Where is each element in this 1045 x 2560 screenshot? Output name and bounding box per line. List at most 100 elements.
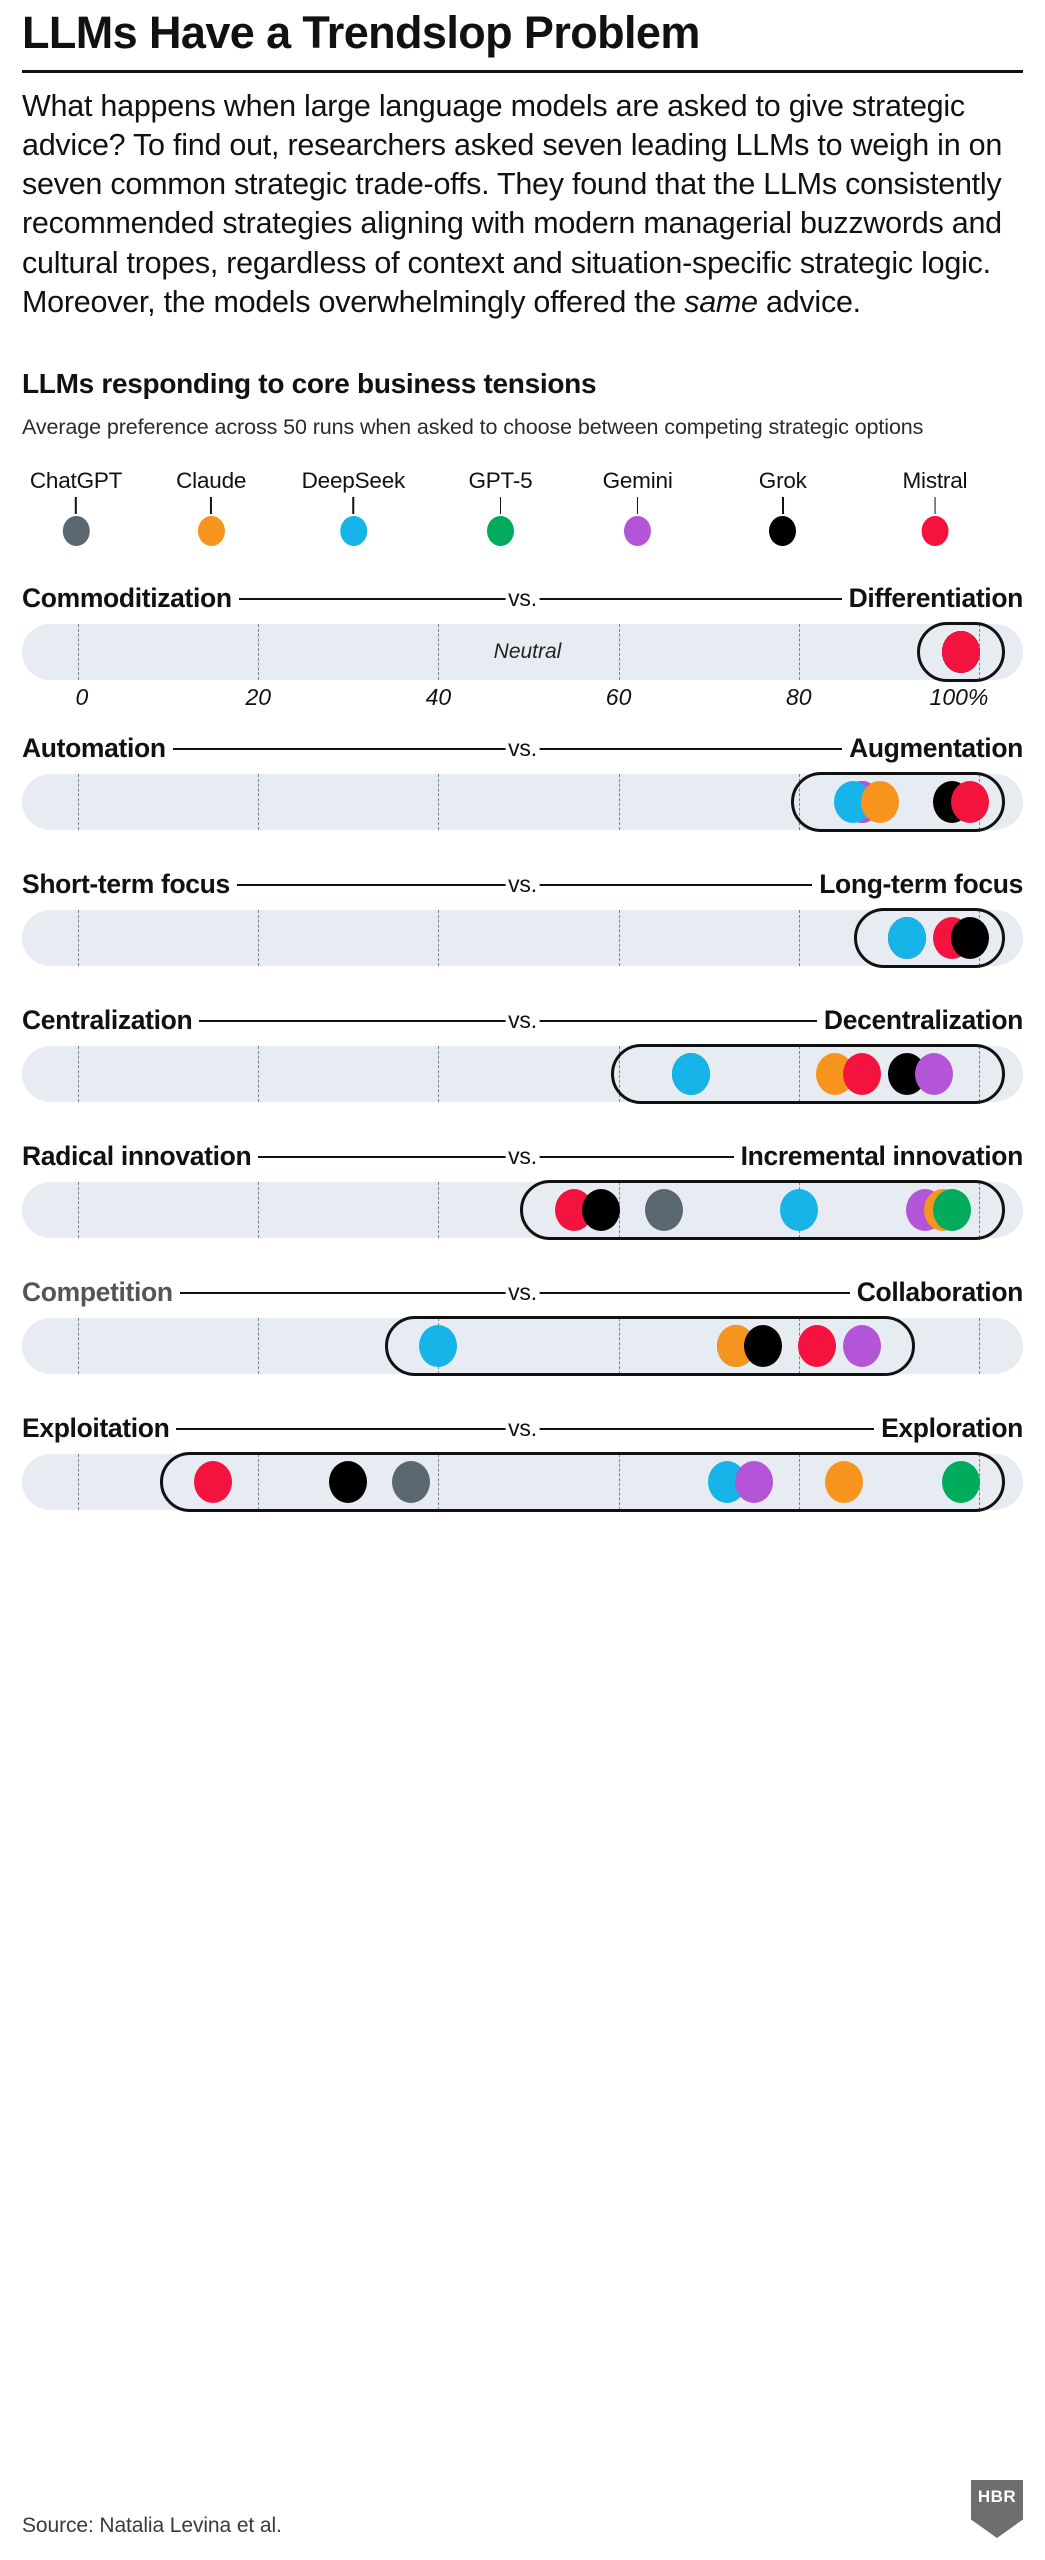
gridline bbox=[438, 624, 440, 681]
gridline bbox=[438, 1454, 440, 1511]
gridline bbox=[438, 910, 440, 967]
legend-item-chatgpt: ChatGPT bbox=[29, 468, 123, 547]
pole-label-right: Long-term focus bbox=[812, 868, 1023, 900]
gridline bbox=[78, 774, 80, 831]
legend-item-mistral: Mistral bbox=[902, 468, 968, 547]
gridline bbox=[78, 1182, 80, 1239]
scale-track-wrapper bbox=[22, 772, 1023, 833]
scale-track-wrapper bbox=[22, 1316, 1023, 1377]
versus-label: vs. bbox=[505, 1006, 540, 1034]
gridline bbox=[618, 1318, 620, 1375]
page-title: LLMs Have a Trendslop Problem bbox=[22, 7, 700, 58]
cluster-highlight-band bbox=[520, 1180, 1005, 1241]
legend-label: Mistral bbox=[902, 468, 968, 494]
data-point-gemini bbox=[914, 1053, 953, 1096]
gridline bbox=[258, 1046, 260, 1103]
gridline bbox=[78, 1454, 80, 1511]
legend-stem bbox=[75, 497, 77, 515]
gridline bbox=[618, 624, 620, 681]
data-point-deepseek bbox=[671, 1053, 710, 1096]
legend-label: Claude bbox=[176, 468, 247, 494]
legend-item-gpt-5: GPT-5 bbox=[468, 468, 533, 547]
x-axis-tick: 100% bbox=[929, 684, 989, 711]
gridline bbox=[798, 1046, 800, 1103]
intro-text-part-1: What happens when large language models … bbox=[22, 88, 1003, 319]
neutral-annotation: Neutral bbox=[493, 640, 562, 664]
legend-dot-icon bbox=[339, 516, 367, 547]
pole-label-right: Differentiation bbox=[841, 582, 1023, 614]
legend-dot-icon bbox=[62, 516, 90, 547]
data-point-gemini bbox=[842, 1325, 881, 1368]
legend-dot-icon bbox=[769, 516, 797, 547]
legend-stem bbox=[499, 497, 502, 515]
gridline bbox=[438, 1046, 440, 1103]
legend-item-gemini: Gemini bbox=[602, 468, 673, 547]
pole-label-left: Short-term focus bbox=[22, 868, 237, 900]
cluster-highlight-band bbox=[916, 622, 1005, 683]
legend-dot-icon bbox=[624, 516, 652, 547]
footer: Source: Natalia Levina et al. HBR bbox=[22, 2480, 1023, 2538]
legend-label: ChatGPT bbox=[29, 468, 123, 494]
cluster-highlight-band bbox=[790, 772, 1005, 833]
x-axis-tick: 60 bbox=[605, 684, 632, 711]
legend-label: Grok bbox=[758, 468, 807, 494]
legend-dot-icon bbox=[921, 516, 949, 547]
x-axis-tick: 40 bbox=[425, 684, 452, 711]
versus-label: vs. bbox=[505, 1278, 540, 1306]
legend-label: Gemini bbox=[602, 468, 673, 494]
data-point-mistral bbox=[797, 1325, 836, 1368]
cluster-highlight-band bbox=[610, 1044, 1005, 1105]
cluster-highlight-band bbox=[853, 908, 1005, 969]
versus-label: vs. bbox=[505, 1414, 540, 1442]
hbr-logo-text: HBR bbox=[977, 2487, 1017, 2506]
data-point-mistral bbox=[842, 1053, 881, 1096]
data-point-grok bbox=[743, 1325, 782, 1368]
intro-text-part-2: advice. bbox=[757, 284, 861, 319]
legend-item-deepseek: DeepSeek bbox=[302, 468, 405, 547]
gridline bbox=[618, 910, 620, 967]
data-point-mistral bbox=[194, 1461, 233, 1504]
legend-stem bbox=[934, 497, 936, 515]
gridline bbox=[978, 1318, 980, 1375]
chart-legend: ChatGPT Claude DeepSeek GPT-5 Gemini Grok Mist… bbox=[22, 468, 1023, 564]
data-point-gemini bbox=[734, 1461, 773, 1504]
scale-track-wrapper bbox=[22, 908, 1023, 969]
pole-label-left: Competition bbox=[22, 1276, 180, 1308]
title-divider bbox=[22, 69, 1023, 73]
pole-label-left: Automation bbox=[22, 732, 173, 764]
legend-stem bbox=[210, 497, 212, 515]
legend-stem bbox=[352, 497, 355, 515]
pole-label-right: Decentralization bbox=[816, 1004, 1023, 1036]
scale-track-wrapper bbox=[22, 1452, 1023, 1513]
pole-label-right: Collaboration bbox=[849, 1276, 1023, 1308]
versus-label: vs. bbox=[505, 584, 540, 612]
legend-item-grok: Grok bbox=[758, 468, 807, 547]
legend-stem bbox=[636, 497, 639, 515]
data-point-grok bbox=[329, 1461, 368, 1504]
legend-label: GPT-5 bbox=[468, 468, 533, 494]
hbr-logo: HBR bbox=[971, 2480, 1023, 2538]
gridline bbox=[258, 910, 260, 967]
source-note: Source: Natalia Levina et al. bbox=[22, 2514, 282, 2537]
gridline bbox=[258, 774, 260, 831]
gridline bbox=[438, 1182, 440, 1239]
gridline bbox=[78, 624, 80, 681]
data-point-grok bbox=[950, 917, 989, 960]
data-point-mistral bbox=[941, 631, 980, 674]
scale-track-wrapper bbox=[22, 1180, 1023, 1241]
data-point-deepseek bbox=[779, 1189, 818, 1232]
gridline bbox=[258, 1454, 260, 1511]
legend-dot-icon bbox=[197, 516, 225, 547]
